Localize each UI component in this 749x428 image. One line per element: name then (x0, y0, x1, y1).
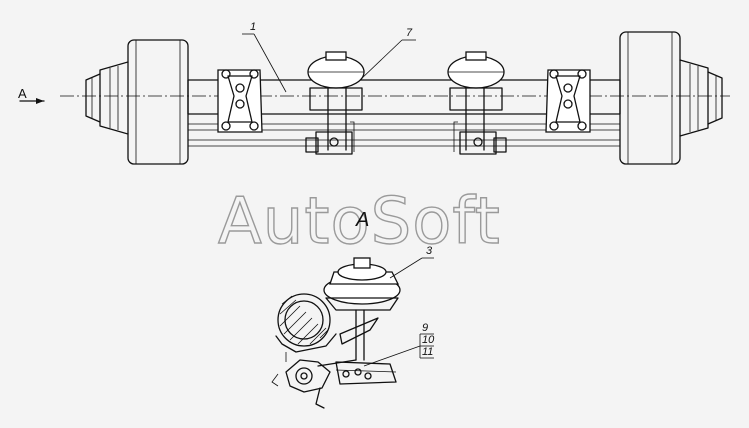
right-brake-chamber (447, 51, 507, 155)
right-spring-seat (545, 69, 591, 133)
section-view-a (271, 257, 401, 409)
callout-10: 10 (422, 334, 435, 346)
section-view-label: A (355, 209, 369, 231)
slack-adjuster (285, 359, 331, 393)
callout-1: 1 (250, 21, 256, 33)
axle-tube-section (277, 293, 331, 347)
axle-assembly (19, 31, 730, 165)
view-direction-arrow (19, 98, 45, 104)
callout-9: 9 (422, 322, 428, 334)
watermark: AutoSoft (218, 185, 501, 259)
left-brake-drum (85, 39, 189, 165)
left-spring-seat (217, 69, 263, 133)
main-callouts (242, 33, 416, 93)
callout-11: 11 (422, 346, 433, 358)
view-direction-label: A (18, 86, 27, 101)
detail-callouts (363, 257, 434, 367)
left-brake-chamber (305, 51, 365, 155)
right-brake-drum (619, 31, 723, 165)
callout-3: 3 (426, 245, 433, 257)
callout-7: 7 (406, 27, 413, 39)
